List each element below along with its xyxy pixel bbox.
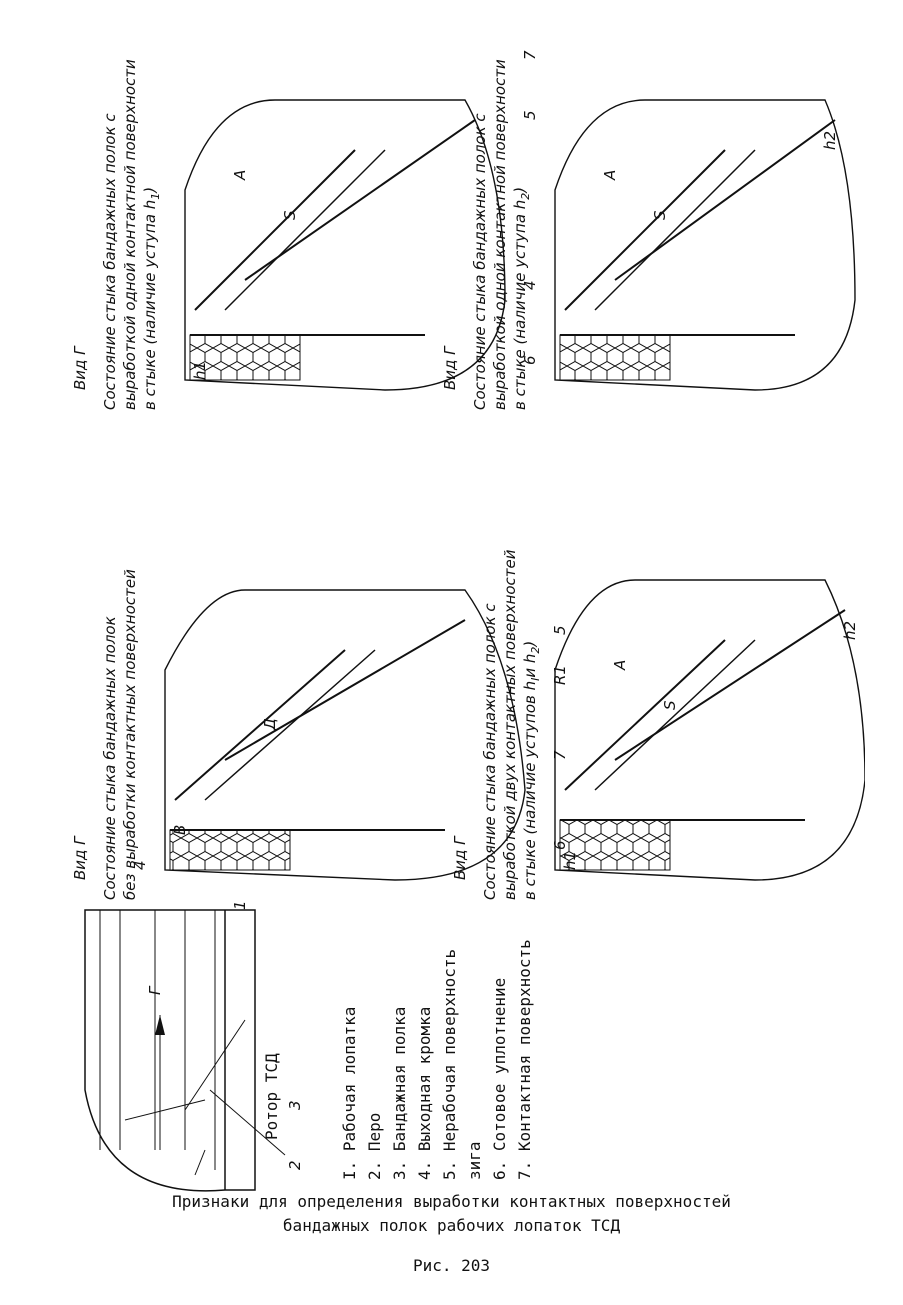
panel-3-label-4: 4	[521, 280, 539, 290]
rotor-number-1: 1	[231, 900, 249, 910]
legend-item-5: 5. Нерабочая поверхность	[440, 949, 459, 1180]
panel-2-caption-3a: в стыке (наличие уступов h	[521, 681, 539, 900]
panel-3-label-h1: h1	[191, 361, 209, 380]
legend-item-1: I. Рабочая лопатка	[340, 1007, 359, 1180]
panel-4-caption-3a: в стыке (наличие уступа h	[511, 200, 529, 410]
panel-1-label-r: R1	[551, 665, 569, 685]
panel-2-caption-1: Состояние стыка бандажных полок с	[481, 603, 499, 900]
rotor-arrow-label: Г	[146, 985, 164, 995]
rotor-label: Ротор ТСД	[262, 1053, 281, 1140]
panel-2-caption-sub1: I	[529, 678, 542, 681]
panel-4-label-s: S	[651, 210, 669, 220]
panel-1-label-4: 4	[131, 860, 149, 870]
panel-2-label-s: S	[661, 700, 679, 710]
panel-2-label-h1: h1	[561, 851, 579, 870]
panel-3-label-a: А	[231, 170, 249, 181]
legend-item-2: 2. Перо	[365, 1113, 384, 1180]
panel-4-caption-3: в стыке (наличие уступа h2)	[511, 187, 532, 410]
panel-3: Вид Г Состояние стыка бандажных полок с …	[71, 50, 539, 410]
panel-4-label-a: А	[601, 170, 619, 181]
panel-3-caption-3a: в стыке (наличие уступа h	[141, 200, 159, 410]
panel-3-view: Вид Г	[71, 345, 89, 390]
legend-item-7: 7. Контактная поверхность	[515, 939, 534, 1180]
rotor-number-3: 3	[286, 1100, 304, 1110]
panel-2-caption-3b: и h	[521, 654, 539, 678]
legend-item-5b: зига	[465, 1141, 484, 1180]
legend-item-6: 6. Сотовое уплотнение	[490, 978, 509, 1180]
panel-4-caption-1: Состояние стыка бандажных полок с	[471, 113, 489, 410]
panel-2-view: Вид Г	[451, 835, 469, 880]
panel-1-view: Вид Г	[71, 835, 89, 880]
rotor-sketch: Ротор ТСД 2 3 1 Г	[84, 900, 304, 1192]
panel-3-caption-1: Состояние стыка бандажных полок с	[101, 113, 119, 410]
panel-1-label-b: В	[171, 825, 189, 835]
panel-3-label-6: 6	[521, 355, 539, 365]
panel-2-label-h2: h2	[841, 621, 859, 640]
panel-3-caption-3: в стыке (наличие уступа h1)	[141, 187, 162, 410]
panel-1-label-5: 5	[551, 625, 569, 635]
panel-1-label-7: 7	[551, 750, 569, 760]
panel-4-view: Вид Г	[441, 345, 459, 390]
panel-2-caption-3: в стыке (наличие уступов hIи h2)	[521, 641, 542, 900]
panel-4-caption-sub2: 2	[519, 193, 532, 200]
panel-2-label-a: А	[611, 660, 629, 671]
rotated-figure-area: Ротор ТСД 2 3 1 Г I. Рабочая лопатка 2. …	[45, 20, 899, 1210]
panel-3-caption-sub1: 1	[149, 193, 162, 200]
panel-2-caption-sub2: 2	[529, 647, 542, 654]
panel-1: Вид Г Состояние стыка бандажных полок бе…	[71, 569, 569, 900]
figure-number: Рис. 203	[412, 1256, 491, 1275]
panel-3-label-5: 5	[521, 110, 539, 120]
rotor-number-2: 2	[286, 1160, 304, 1170]
panel-2-caption-3c: )	[521, 641, 539, 648]
panel-3-caption-2: выработкой одной контактной поверхности	[121, 59, 139, 410]
panel-1-caption-2: без выработки контактных поверхностей	[121, 569, 139, 900]
panel-3-label-7: 7	[521, 50, 539, 60]
panel-2-caption-2: выработкой двух контактных поверхностей	[501, 549, 519, 900]
footer-line-2: бандажных полок рабочих лопаток ТСД	[282, 1216, 621, 1235]
panel-4-label-h2: h2	[821, 131, 839, 150]
panel-3-caption-3b: )	[141, 187, 159, 194]
legend: I. Рабочая лопатка 2. Перо 3. Бандажная …	[340, 939, 534, 1180]
panel-4-caption-3b: )	[511, 187, 529, 194]
figure-drawing: Ротор ТСД 2 3 1 Г I. Рабочая лопатка 2. …	[71, 50, 899, 1192]
panel-4: Вид Г Состояние стыка бандажных полок с …	[441, 50, 889, 410]
footer-line-1: Признаки для определения выработки конта…	[172, 1192, 731, 1211]
panel-2: Вид Г Состояние стыка бандажных полок с …	[451, 520, 899, 900]
panel-1-caption-1: Состояние стыка бандажных полок	[101, 616, 119, 900]
panel-1-label-d: Д	[261, 718, 279, 731]
legend-item-4: 4. Выходная кромка	[415, 1007, 434, 1180]
panel-3-label-s: S	[281, 210, 299, 220]
panel-4-caption-2: выработкой одной контактной поверхности	[491, 59, 509, 410]
legend-item-3: 3. Бандажная полка	[390, 1007, 409, 1180]
